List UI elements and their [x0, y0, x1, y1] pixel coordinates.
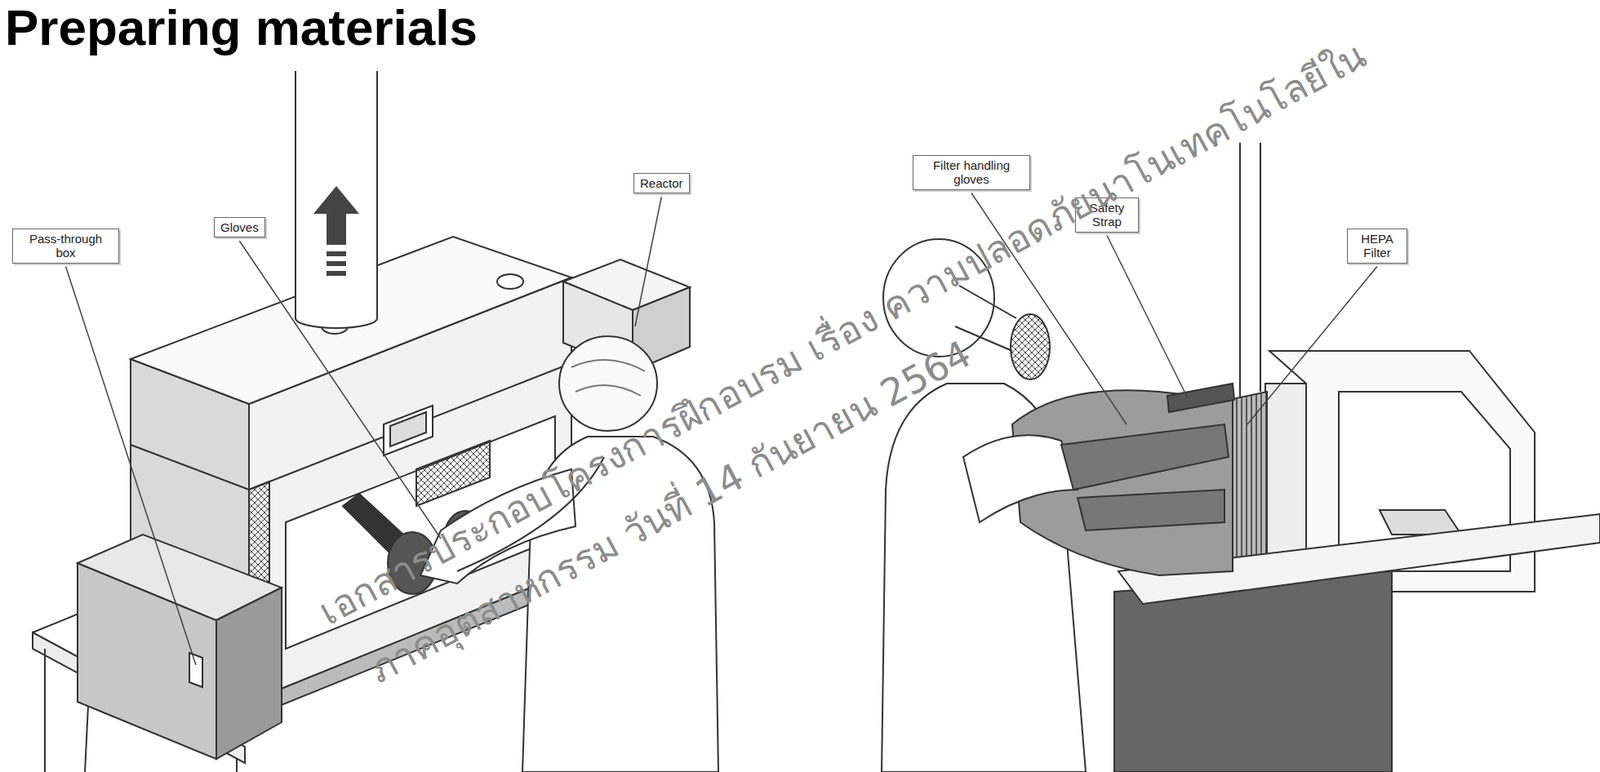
leader-line: [635, 196, 662, 327]
hood-unit: [1228, 142, 1535, 592]
pass-through-box: [77, 534, 282, 760]
leader-line: [66, 266, 197, 667]
callout-label: Filter handling gloves: [919, 158, 1024, 187]
callout-label: Pass-through box: [18, 231, 113, 261]
callout-label: Reactor: [640, 176, 684, 191]
callout-box: Gloves: [213, 217, 266, 238]
callout-box: Reactor: [633, 173, 690, 194]
exhaust-duct: [295, 71, 378, 329]
callout-box: Pass-through box: [12, 228, 120, 264]
callout-box: Filter handling gloves: [912, 155, 1031, 191]
callout-label: HEPA Filter: [1353, 231, 1401, 261]
callout-box: HEPA Filter: [1346, 228, 1408, 264]
leader-line: [1247, 266, 1378, 426]
leader-line: [1106, 235, 1188, 400]
callout-label: Gloves: [220, 220, 259, 235]
worker-right: [881, 239, 1235, 772]
leader-line: [239, 240, 441, 539]
slide-title: Preparing materials: [4, 0, 478, 56]
